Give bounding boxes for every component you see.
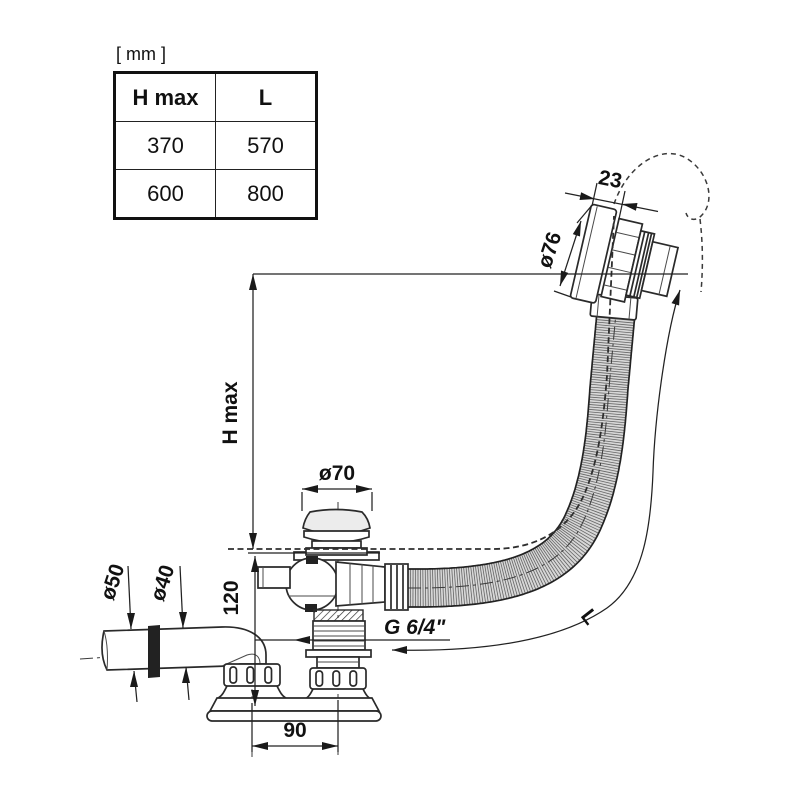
overflow-cap [640, 240, 680, 298]
clip-bottom [305, 604, 317, 612]
rubber-seal [313, 609, 364, 622]
drain-nut [309, 667, 367, 690]
table-header-l: L [215, 72, 317, 122]
overflow-dia-label: ø76 [533, 229, 566, 271]
tail-height-label: 120 [220, 580, 243, 615]
dimension-table-block: [ mm ] H max L 370 570 600 800 [113, 44, 318, 220]
hmax-label: H max [219, 381, 242, 444]
base-spacing-label: 90 [283, 719, 306, 742]
hose-length-label: L [576, 605, 602, 629]
bathtub-contour [228, 215, 615, 550]
base-flange [206, 697, 382, 722]
hose-length-dim-curve [391, 289, 681, 651]
outlet-dia-inner-label: ø40 [146, 562, 179, 604]
washer [305, 649, 372, 658]
cable-stub [257, 566, 291, 589]
dimension-table: H max L 370 570 600 800 [113, 71, 318, 220]
unit-label: [ mm ] [116, 44, 166, 64]
plug-dia-label: ø70 [319, 462, 355, 485]
drain-body [285, 557, 339, 611]
cable-end [699, 218, 704, 293]
elbow-nut [223, 663, 281, 687]
plug-seal [305, 547, 368, 556]
outlet-dia-outer-label: ø50 [96, 561, 129, 603]
overflow-depth-label: 23 [597, 166, 624, 193]
table-cell-hmax-2: 600 [114, 169, 216, 219]
drain-assembly [257, 502, 409, 757]
overflow-flange [569, 203, 618, 304]
table-cell-l-2: 800 [215, 169, 317, 219]
outlet-elbow [79, 625, 287, 757]
pipe-ring [148, 625, 160, 678]
cable-loop [613, 152, 710, 221]
plug-ring [311, 540, 362, 549]
outlet-cone [335, 561, 386, 607]
table-cell-hmax-1: 370 [114, 121, 216, 170]
table-header-hmax: H max [114, 72, 216, 122]
table-cell-l-1: 570 [215, 121, 317, 170]
clip-top [306, 556, 318, 564]
thread-label: G 6/4" [384, 616, 446, 639]
hose-centerline [407, 301, 618, 589]
plug-dome [302, 508, 371, 535]
flexible-hose [407, 301, 637, 608]
dimension-lines [127, 182, 688, 752]
